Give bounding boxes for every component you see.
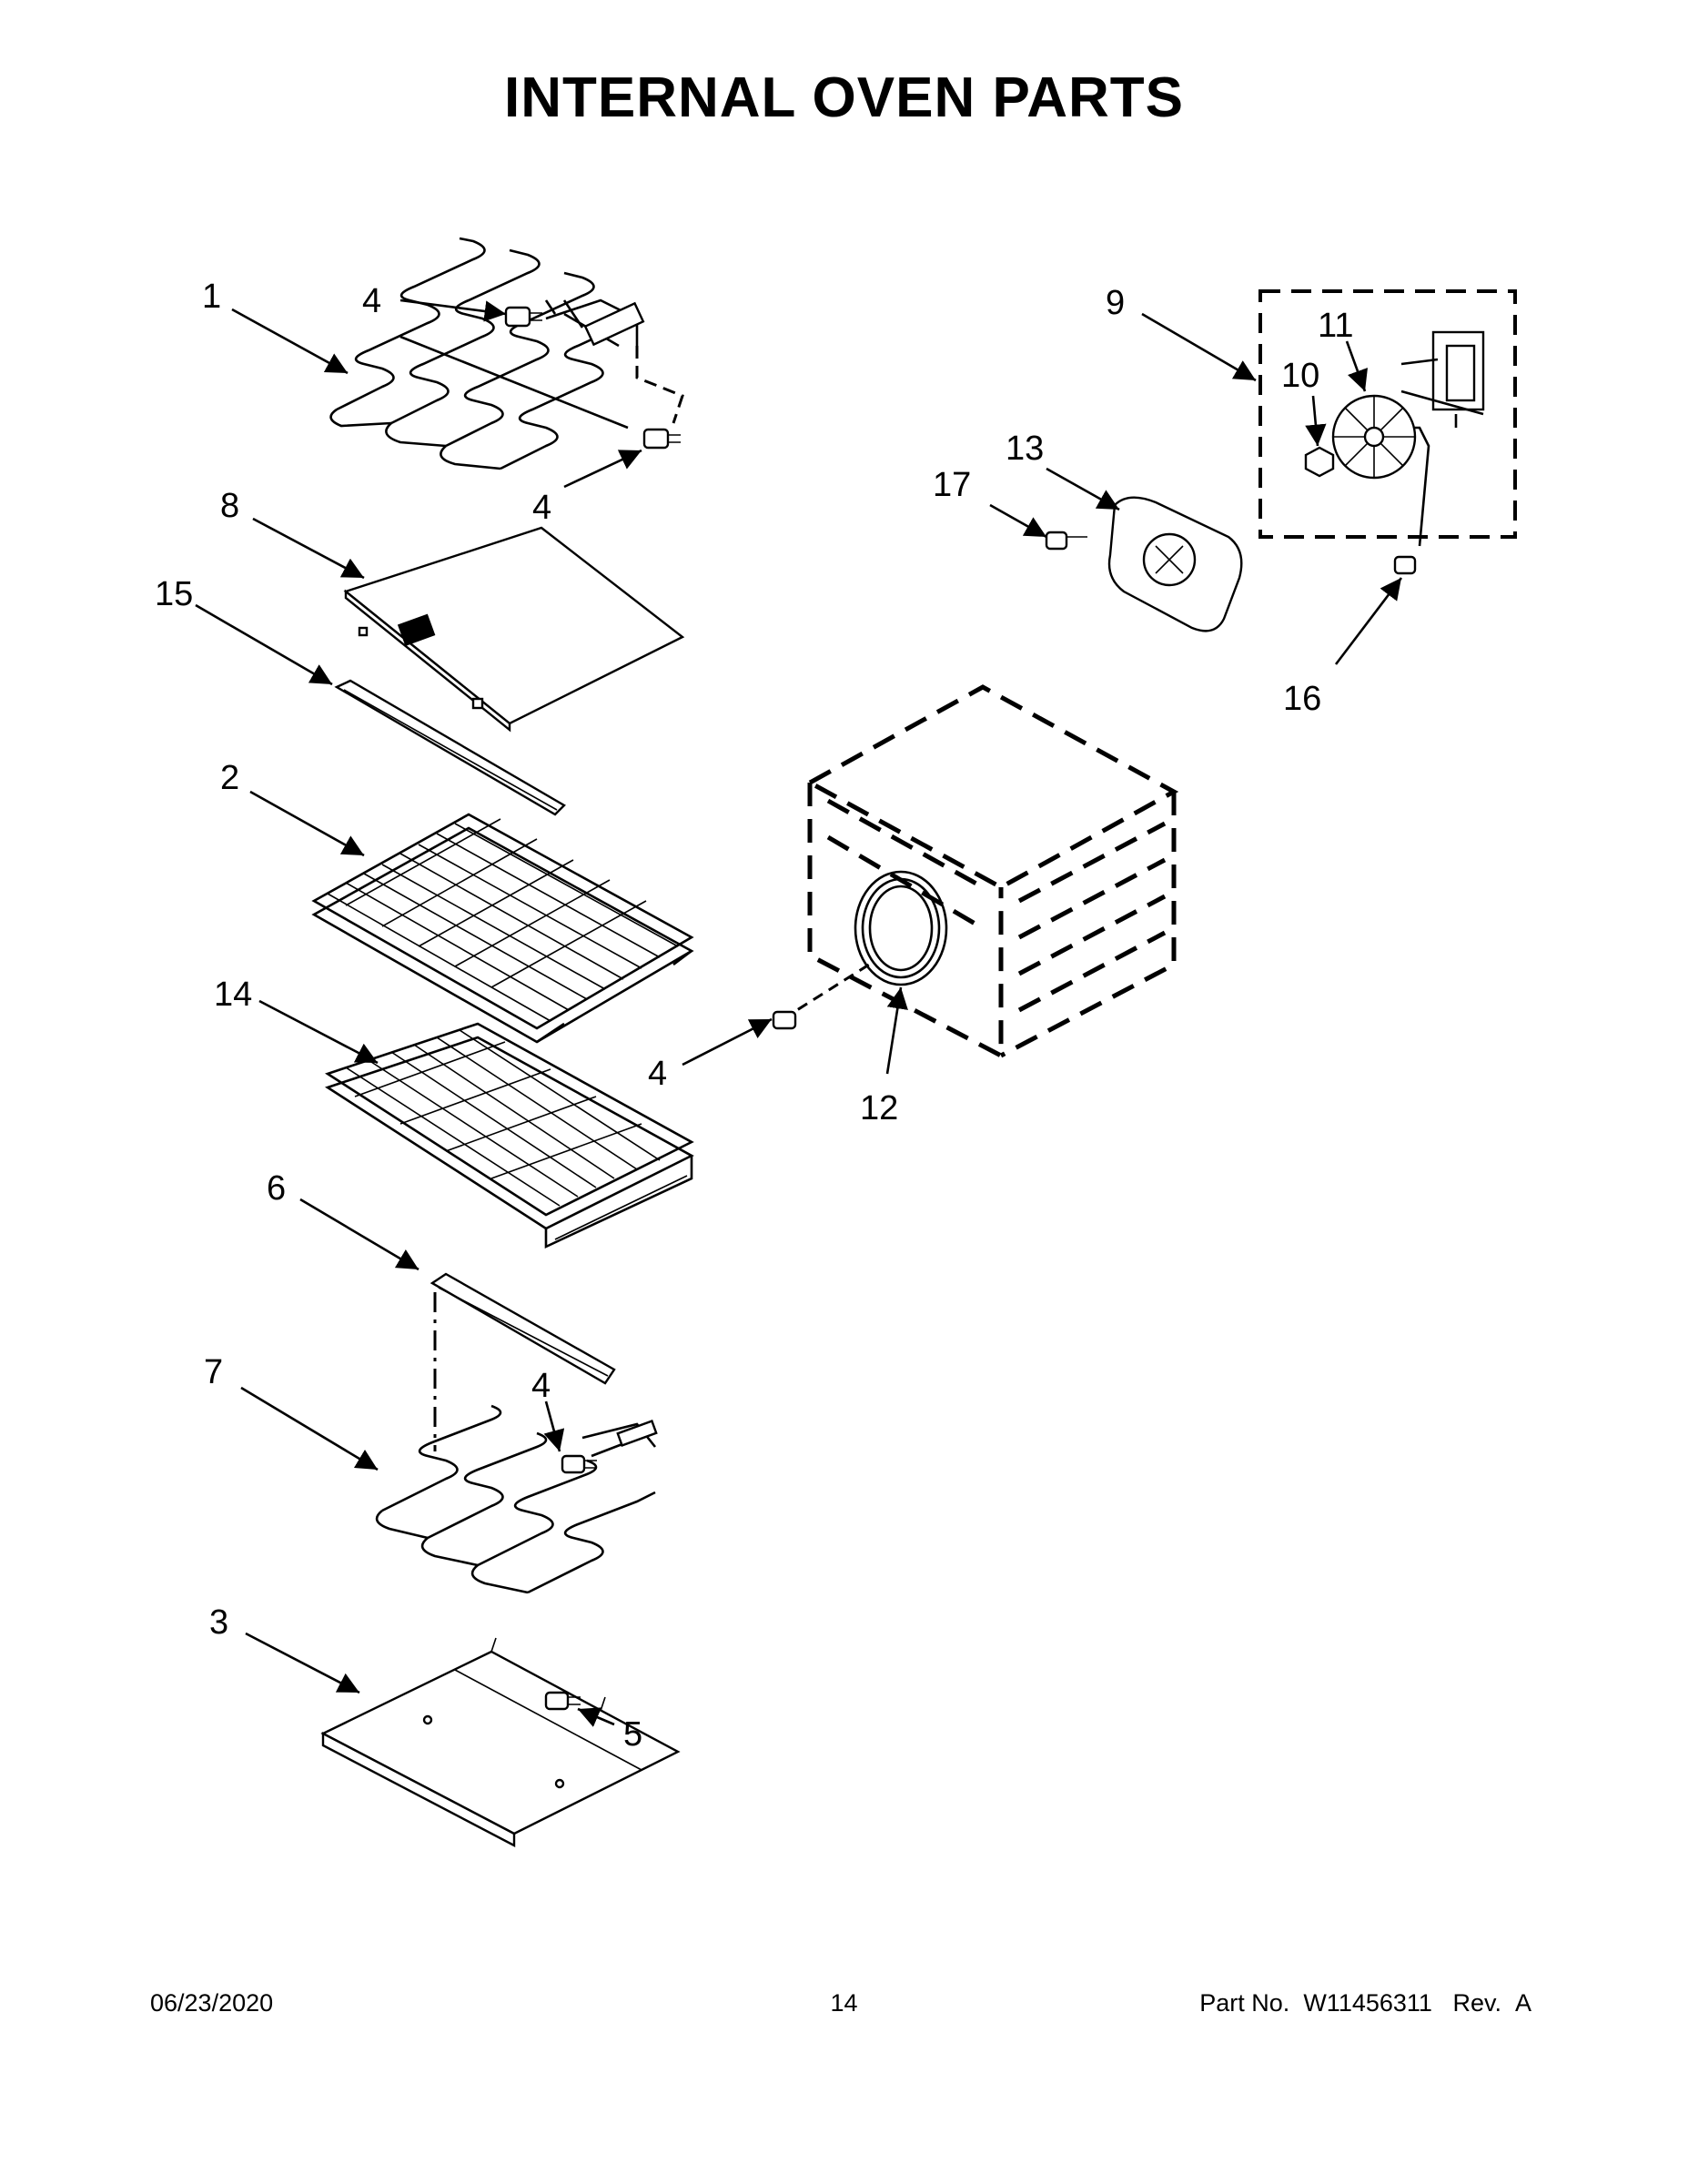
- callout-14: 14: [214, 976, 252, 1014]
- callout-10: 10: [1281, 357, 1319, 395]
- callout-16: 16: [1283, 680, 1321, 718]
- part-7-bake-element: [375, 1404, 658, 1594]
- page-title: INTERNAL OVEN PARTS: [504, 66, 1184, 129]
- revision-value: A: [1514, 1989, 1531, 2017]
- part-number-label: Part No.: [1199, 1989, 1290, 2017]
- part-3-bottom-panel: [320, 1637, 681, 1847]
- callout-7: 7: [204, 1353, 223, 1391]
- part-15-trim: [334, 679, 566, 816]
- part-10-nut: [1304, 446, 1335, 478]
- callout-6: 6: [267, 1169, 286, 1208]
- callout-4-cavity: 4: [648, 1055, 667, 1093]
- part-14-sliding-rack: [325, 1022, 694, 1249]
- callout-13: 13: [1006, 430, 1044, 468]
- footer-part-number: Part No. W11456311 Rev. A: [1199, 1989, 1531, 2017]
- footer-date: 06/23/2020: [150, 1989, 274, 2017]
- callout-4-top: 4: [362, 282, 381, 320]
- callout-8: 8: [220, 487, 239, 525]
- callout-labels: 1 4 4 8 15 2 14 6 7 4 3 5 4 12 13 17 9 1…: [155, 278, 1353, 1754]
- callout-1: 1: [202, 278, 221, 316]
- callout-5: 5: [623, 1715, 642, 1754]
- callout-4-lower: 4: [531, 1367, 551, 1405]
- part-4-screw-cavity: [772, 1010, 797, 1030]
- part-6-trim-bar: [430, 1272, 616, 1451]
- part-4-screw-lower: [561, 1454, 597, 1474]
- callout-9: 9: [1106, 284, 1125, 322]
- callout-17: 17: [933, 466, 971, 504]
- part-8-panel: [343, 526, 685, 733]
- callout-4-upper-right: 4: [532, 489, 551, 527]
- revision-label: Rev.: [1452, 1989, 1501, 2017]
- part-12-oven-cavity: [782, 684, 1179, 1060]
- callout-arrows: [195, 298, 1403, 1727]
- callout-15: 15: [155, 575, 193, 613]
- footer-page-number: 14: [830, 1989, 858, 2017]
- part-17-screw: [1045, 531, 1087, 551]
- part-16-screw: [1393, 555, 1417, 575]
- callout-12: 12: [860, 1089, 898, 1127]
- part-number-value: W11456311: [1303, 1989, 1432, 2017]
- part-4-screw-top: [504, 306, 542, 328]
- part-4-screw-upper-right: [642, 428, 681, 450]
- callout-3: 3: [209, 1603, 228, 1642]
- callout-2: 2: [220, 759, 239, 797]
- part-5-screw: [544, 1691, 581, 1711]
- part-1-broil-element: [329, 237, 684, 470]
- part-13-fan-cover: [1107, 496, 1243, 632]
- callout-11: 11: [1318, 307, 1353, 345]
- part-2-oven-rack: [311, 813, 694, 1044]
- part-11-fan-blade: [1331, 394, 1417, 480]
